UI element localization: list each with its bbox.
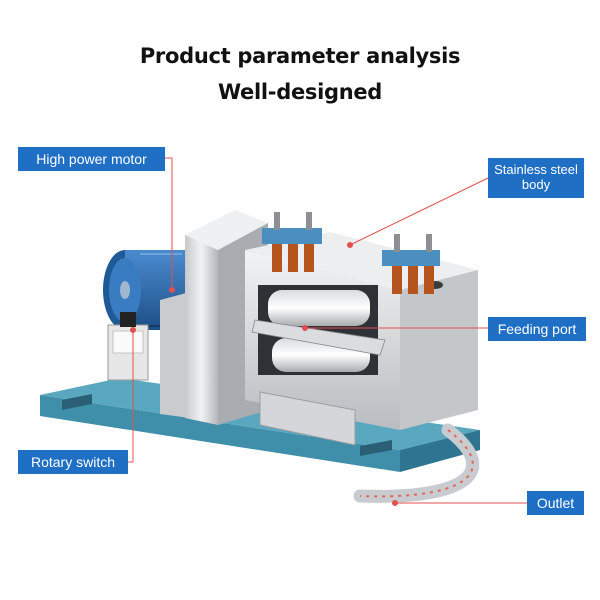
outlet-tray [259,391,356,446]
callout-high-power-motor: High power motor [18,147,165,171]
title-line-2: Well-designed [217,80,383,104]
left-pillar [160,210,268,425]
pressure-springs [262,212,440,294]
leader-lines [128,157,527,506]
callout-stainless-steel-body: Stainless steel body [488,158,584,198]
stainless-body [245,232,478,430]
callout-feeding-port: Feeding port [488,317,586,341]
rotary-switch-box [107,312,149,381]
outlet-hose [353,423,480,503]
callout-rotary-switch: Rotary switch [18,450,128,474]
callout-outlet: Outlet [527,491,584,515]
title-line-1: Product parameter analysis [139,44,461,68]
